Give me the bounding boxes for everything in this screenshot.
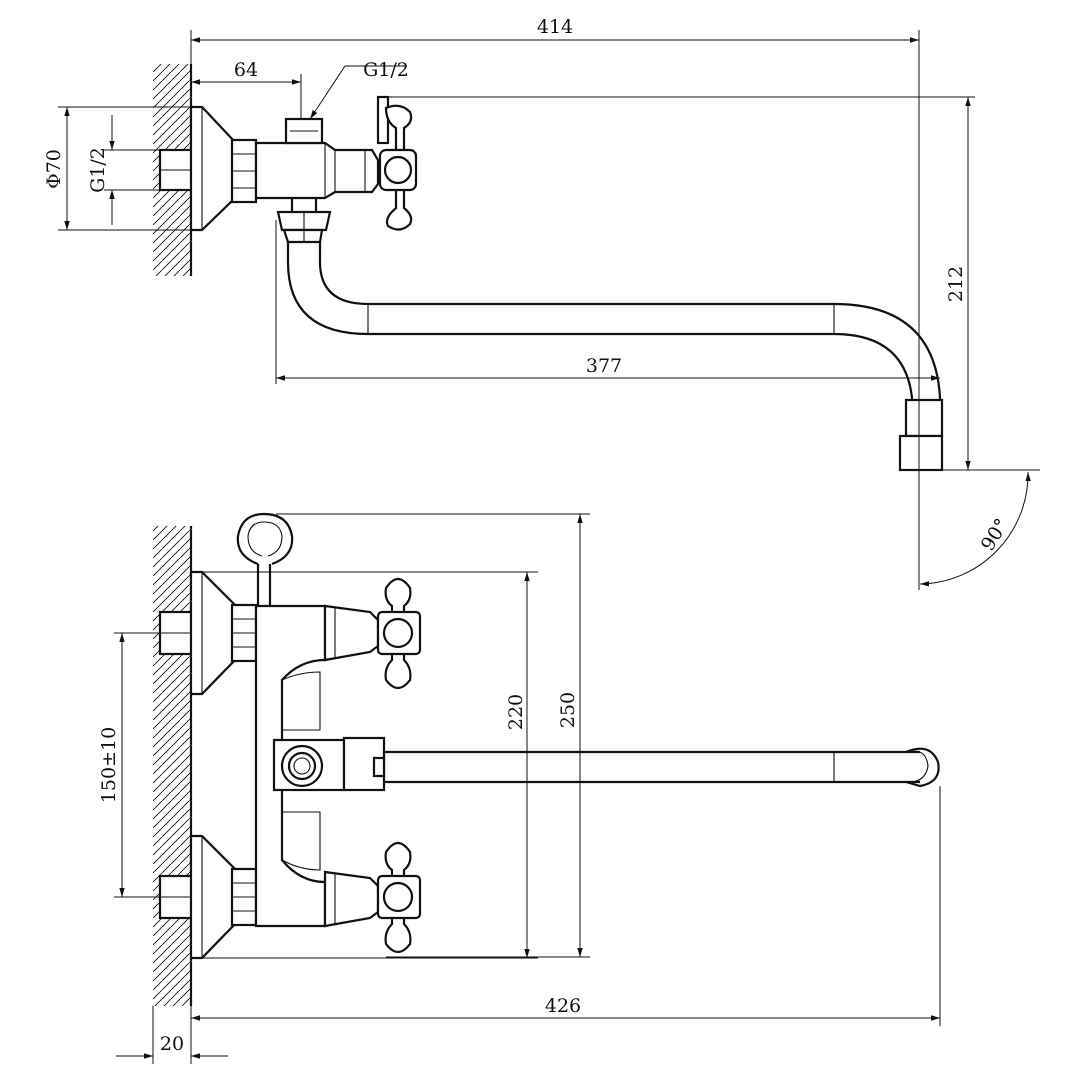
top-view: 414 64 G1/2 Φ70 G1/2 (43, 16, 1040, 590)
dimension-426-label: 426 (545, 995, 581, 1017)
thread-callout-top: G1/2 (309, 59, 409, 120)
dimension-426: 426 (190, 786, 941, 1026)
dimension-377-label: 377 (586, 355, 622, 377)
flange-lower (189, 834, 237, 960)
mixer-body-top (254, 141, 380, 200)
cross-handle-top (376, 95, 975, 231)
dimension-flange-diameter: Φ70 (43, 106, 191, 231)
diverter (272, 736, 386, 792)
dimension-64: 64 (191, 59, 302, 119)
dimension-414: 414 (190, 16, 920, 590)
dimension-rotation-angle: 90° (919, 471, 1031, 587)
dimension-377: 377 (275, 220, 940, 384)
flange-upper (189, 570, 237, 696)
dimension-64-label: 64 (234, 59, 258, 81)
cross-handle-lower (376, 841, 422, 954)
dimension-250-label: 250 (557, 692, 579, 728)
dimension-center-distance-label: 150±10 (98, 727, 120, 803)
valve-barrel-lower (323, 870, 380, 928)
spout-top (286, 242, 944, 472)
dimension-212: 212 (942, 97, 1040, 471)
dimension-20-label: 20 (160, 1033, 184, 1055)
dimension-rotation-angle-label: 90° (977, 515, 1014, 555)
dimension-center-distance: 150±10 (98, 632, 160, 898)
dimension-thread-side: G1/2 (87, 115, 160, 225)
dimension-thread-side-label: G1/2 (87, 147, 109, 193)
front-view: 250 220 150±10 426 20 (98, 512, 941, 1064)
shower-holder (236, 512, 294, 606)
spout-front (384, 747, 940, 788)
dimension-20: 20 (116, 1006, 228, 1064)
dimension-212-label: 212 (945, 266, 967, 302)
flange-top (189, 105, 237, 232)
dimension-414-label: 414 (537, 16, 573, 38)
dimension-220-label: 220 (505, 694, 527, 730)
dimension-flange-diameter-label: Φ70 (43, 149, 65, 189)
valve-barrel-upper (323, 604, 380, 662)
wall-front (153, 526, 193, 1006)
thread-callout-top-label: G1/2 (363, 59, 409, 81)
cross-handle-upper (376, 577, 422, 690)
dimension-220: 220 (202, 571, 538, 959)
dimension-250: 250 (276, 513, 590, 958)
